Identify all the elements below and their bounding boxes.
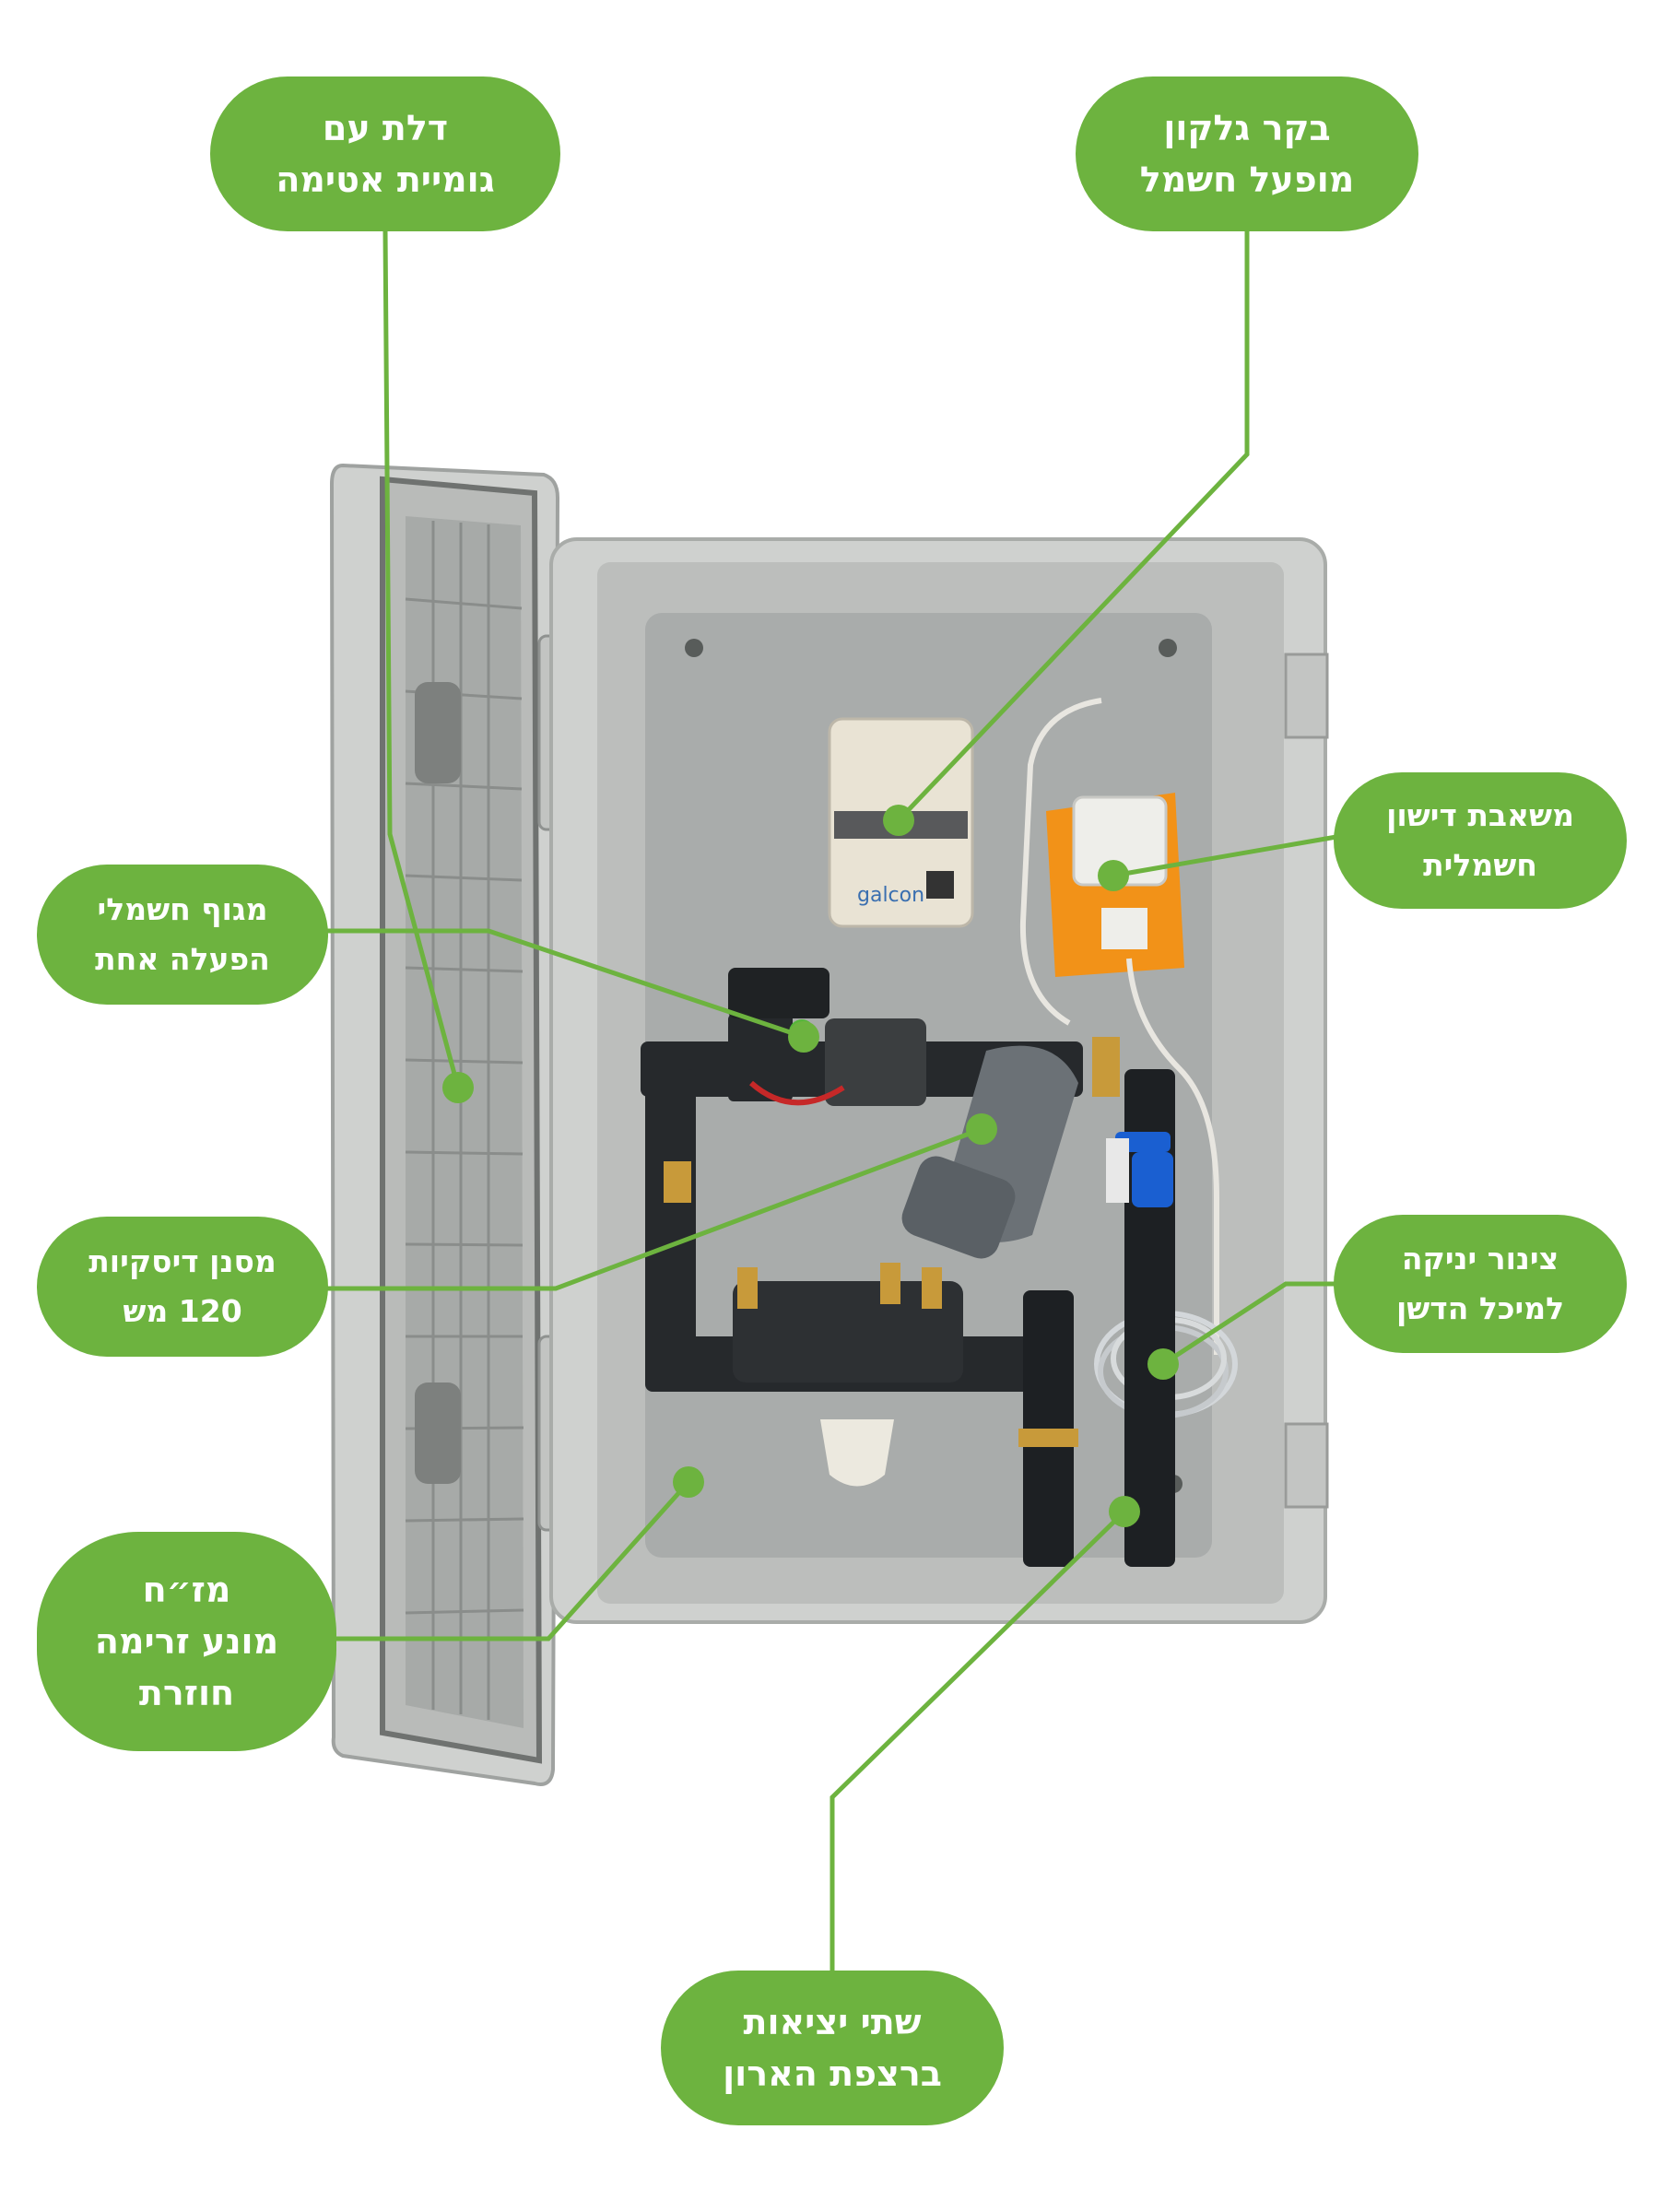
disc-filter [901, 1045, 1078, 1259]
callout-door: דלת עם גומיית אטימה [210, 76, 560, 231]
callout-suction-line-2: למיכל הדשן [1395, 1290, 1565, 1326]
callout-suction-line-1: צינור יניקה [1401, 1241, 1559, 1277]
callout-outlets: שתי יציאות ברצפת הארון [661, 1971, 1004, 2125]
ball-valve [1106, 1132, 1173, 1207]
callout-pump-line-1: משאבת דישון [1386, 797, 1574, 833]
callout-filter-line-1: מסנן דיסקיות [88, 1243, 276, 1279]
callout-door-line-1: דלת עם [322, 108, 449, 148]
callout-suction: צינור יניקה למיכל הדשן [1334, 1215, 1627, 1353]
callout-backflow: מז״ח מונע זרימה חוזרת [37, 1532, 336, 1751]
cabinet-door [329, 463, 560, 1786]
callout-filter-line-2: 120 מש [123, 1293, 242, 1329]
callout-filter: מסנן דיסקיות 120 מש [37, 1217, 328, 1357]
callout-controller-line-1: בקר גלקון [1163, 108, 1331, 148]
callout-controller-line-2: מופעל חשמל [1139, 159, 1355, 200]
leader-lines [323, 226, 1337, 1971]
callout-backflow-line-3: חוזרת [138, 1673, 235, 1713]
backflow-preventer [733, 1263, 963, 1487]
callout-pump-line-2: חשמלית [1423, 847, 1537, 883]
brand-logo: galcon [857, 884, 924, 907]
callout-controller: בקר גלקון מופעל חשמל [1076, 76, 1418, 231]
callout-valve-line-1: מגוף חשמלי [97, 891, 268, 927]
callout-valve-line-2: הפעלה אחת [95, 941, 270, 977]
callout-outlets-line-1: שתי יציאות [743, 2002, 922, 2042]
callout-pump: משאבת דישון חשמלית [1334, 772, 1627, 909]
callout-backflow-line-1: מז״ח [142, 1570, 231, 1610]
leader-dots [442, 805, 1179, 1527]
callout-outlets-line-2: ברצפת הארון [723, 2053, 942, 2094]
callout-valve: מגוף חשמלי הפעלה אחת [37, 865, 328, 1005]
callout-door-line-2: גומיית אטימה [276, 159, 495, 200]
callout-backflow-line-2: מונע זרימה [94, 1621, 279, 1662]
